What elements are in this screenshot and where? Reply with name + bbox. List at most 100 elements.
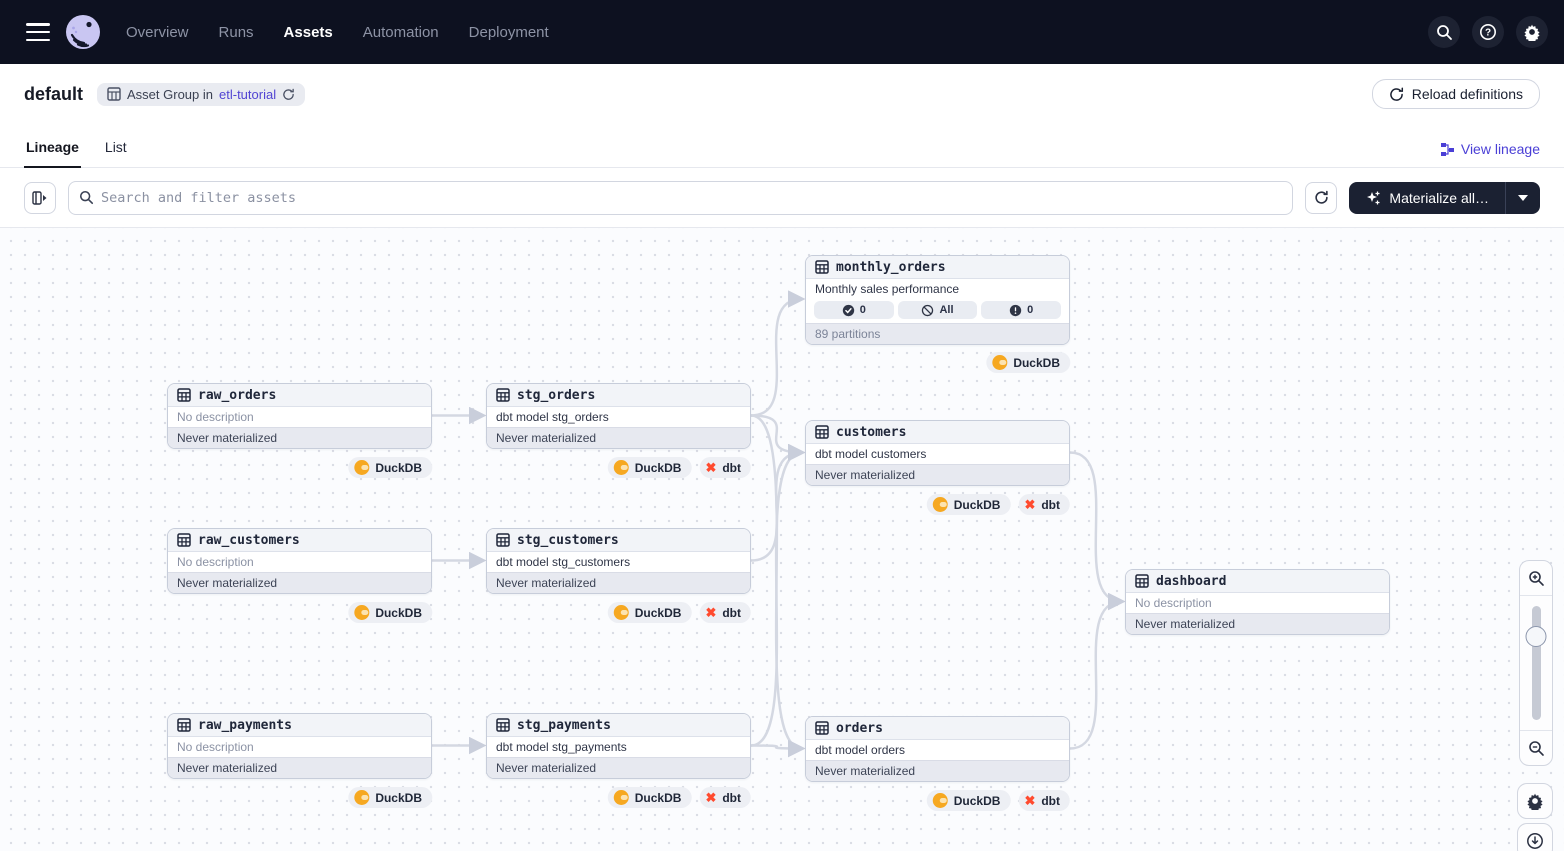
search-icon[interactable] — [1428, 16, 1460, 48]
zoom-in-button[interactable] — [1519, 561, 1553, 595]
zoom-slider-track[interactable] — [1531, 606, 1541, 720]
slash-circle-icon — [922, 304, 934, 316]
asset-title: raw_payments — [198, 717, 292, 733]
lineage-edge-stg_payments-to-orders — [750, 739, 806, 758]
lineage-edge-stg_payments-to-customers — [750, 443, 806, 747]
gear-icon[interactable] — [1516, 16, 1548, 48]
zoom-slider[interactable] — [1520, 595, 1552, 731]
nav-item-overview[interactable]: Overview — [126, 23, 189, 41]
sync-icon — [283, 88, 294, 100]
asset-title: monthly_orders — [836, 259, 946, 275]
lineage-edge-stg_customers-to-customers — [750, 443, 806, 562]
view-lineage-label: View lineage — [1460, 141, 1540, 157]
table-icon — [177, 533, 191, 547]
asset-node-header: raw_customers — [168, 529, 431, 552]
asset-status: Never materialized — [168, 427, 431, 448]
duckdb-icon — [932, 497, 948, 512]
lineage-toolbar: Materialize all… — [0, 168, 1564, 228]
asset-description: No description — [168, 737, 431, 757]
view-lineage-link[interactable]: View lineage — [1440, 141, 1540, 167]
help-icon[interactable]: ? — [1472, 16, 1504, 48]
dbt-icon: ✖ — [1024, 497, 1036, 512]
asset-description: dbt model customers — [806, 444, 1069, 464]
asset-badges: DuckDB — [348, 787, 432, 808]
badge-duckdb[interactable]: DuckDB — [607, 602, 692, 623]
asset-title: stg_customers — [517, 532, 619, 548]
expand-panel-button[interactable] — [24, 181, 56, 214]
duckdb-icon — [354, 460, 370, 475]
asset-group-tag: Asset Group in etl-tutorial — [97, 82, 306, 106]
badge-duckdb[interactable]: DuckDB — [348, 602, 432, 623]
partition-pill[interactable]: 0 — [981, 301, 1062, 319]
asset-description: dbt model orders — [806, 740, 1069, 760]
asset-description: No description — [1126, 593, 1389, 613]
dbt-icon: ✖ — [705, 790, 717, 805]
badge-dbt[interactable]: ✖dbt — [699, 787, 751, 808]
asset-status: Never materialized — [487, 572, 750, 593]
asset-title: raw_customers — [198, 532, 300, 548]
badge-duckdb[interactable]: DuckDB — [348, 787, 432, 808]
asset-node-header: stg_payments — [487, 714, 750, 737]
tab-list[interactable]: List — [104, 139, 127, 155]
badge-dbt[interactable]: ✖dbt — [1018, 494, 1070, 515]
partition-pill[interactable]: All — [897, 301, 978, 319]
badge-duckdb[interactable]: DuckDB — [926, 790, 1011, 811]
gear-icon — [1527, 793, 1543, 810]
badge-dbt[interactable]: ✖dbt — [699, 457, 751, 478]
partition-pill[interactable]: 0 — [814, 301, 894, 319]
tab-lineage[interactable]: Lineage — [24, 139, 81, 168]
badge-duckdb[interactable]: DuckDB — [607, 457, 692, 478]
asset-badges: DuckDB — [348, 457, 432, 478]
hamburger-menu-icon[interactable] — [26, 23, 50, 41]
asset-search-box — [68, 180, 1294, 215]
reload-definitions-button[interactable]: Reload definitions — [1371, 79, 1540, 109]
duckdb-icon — [354, 790, 370, 805]
dagster-logo-icon[interactable] — [64, 13, 102, 51]
badge-duckdb[interactable]: DuckDB — [986, 352, 1070, 373]
asset-description: dbt model stg_orders — [487, 407, 750, 427]
materialize-all-label: Materialize all… — [1389, 189, 1489, 206]
asset-node-header: raw_orders — [168, 384, 431, 407]
asset-status: Never materialized — [806, 760, 1069, 781]
nav-item-runs[interactable]: Runs — [218, 23, 254, 41]
nav-item-assets[interactable]: Assets — [283, 23, 333, 41]
recenter-button[interactable] — [1517, 823, 1553, 851]
topnav-right: ? — [1428, 16, 1548, 48]
badge-dbt[interactable]: ✖dbt — [699, 602, 751, 623]
asset-title: raw_orders — [198, 387, 277, 403]
asset-status: Never materialized — [806, 464, 1069, 485]
badge-duckdb[interactable]: DuckDB — [607, 787, 692, 808]
asset-title: customers — [836, 424, 907, 440]
asset-description: No description — [168, 407, 431, 427]
svg-text:?: ? — [1485, 28, 1491, 39]
materialize-dropdown-button[interactable] — [1505, 181, 1540, 214]
refresh-button[interactable] — [1305, 181, 1338, 214]
materialize-all-split-button: Materialize all… — [1349, 181, 1540, 214]
nav-item-automation[interactable]: Automation — [362, 23, 439, 41]
zoom-slider-thumb[interactable] — [1525, 626, 1547, 647]
badge-duckdb[interactable]: DuckDB — [926, 494, 1011, 515]
zoom-out-button[interactable] — [1519, 731, 1553, 765]
materialize-all-button[interactable]: Materialize all… — [1349, 182, 1505, 214]
nav-item-deployment[interactable]: Deployment — [468, 23, 549, 41]
asset-group-repo-link[interactable]: etl-tutorial — [219, 86, 277, 102]
zoom-panel — [1519, 560, 1553, 766]
asset-group-tag-text: Asset Group in — [127, 86, 214, 102]
zoom-out-icon — [1528, 740, 1544, 756]
asset-node-header: monthly_orders — [806, 256, 1069, 279]
badge-duckdb[interactable]: DuckDB — [348, 457, 432, 478]
badge-dbt[interactable]: ✖dbt — [1018, 790, 1070, 811]
asset-search-input[interactable] — [101, 189, 1283, 206]
graph-settings-button[interactable] — [1517, 783, 1553, 819]
